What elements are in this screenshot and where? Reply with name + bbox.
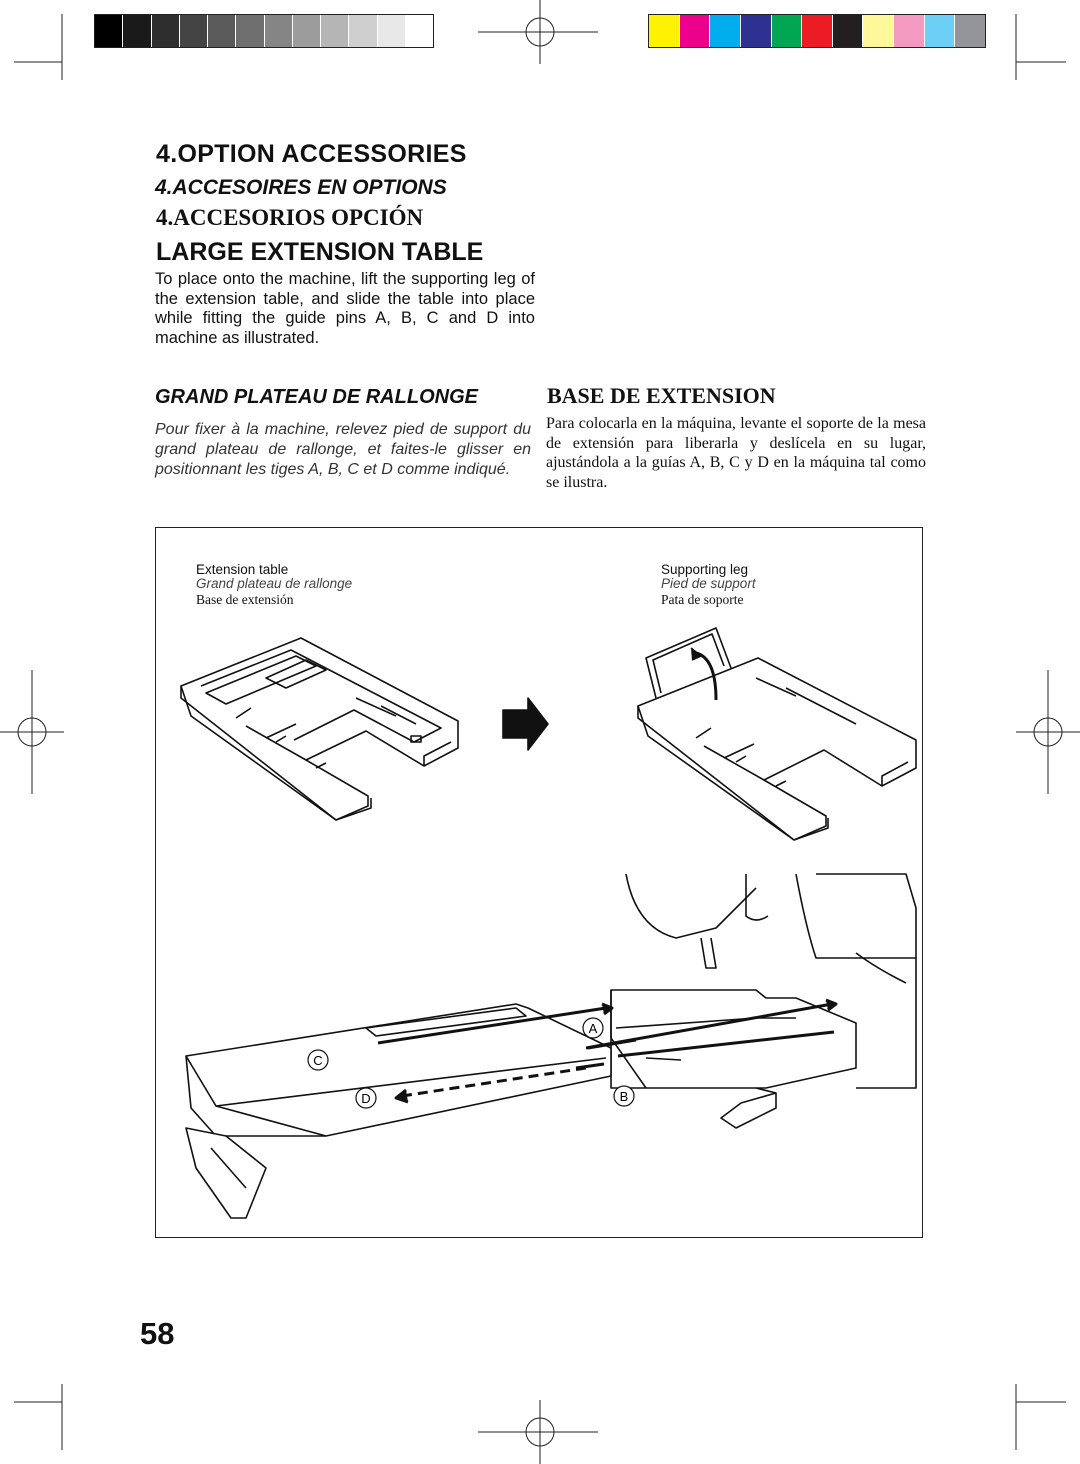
color-swatch-0 <box>649 15 679 47</box>
color-swatch-9 <box>923 15 955 47</box>
pin-label-a: A <box>589 1021 598 1036</box>
gray-swatch-2 <box>150 15 179 47</box>
color-swatch-3 <box>739 15 771 47</box>
section-title-fr: GRAND PLATEAU DE RALLONGE <box>155 386 478 408</box>
machine-and-table-drawing <box>185 873 917 1219</box>
label-extension-table-fr: Grand plateau de rallonge <box>196 576 353 591</box>
section-title-en: LARGE EXTENSION TABLE <box>156 238 484 266</box>
installation-figure: Extension table Grand plateau de rallong… <box>155 527 923 1238</box>
gray-swatch-6 <box>263 15 292 47</box>
color-swatch-10 <box>954 15 986 47</box>
pin-label-c: C <box>313 1053 322 1068</box>
label-supporting-leg-es: Pata de soporte <box>661 592 744 607</box>
label-supporting-leg-en: Supporting leg <box>661 562 749 577</box>
page-number: 58 <box>140 1316 175 1351</box>
label-extension-table-es: Base de extensión <box>196 592 294 607</box>
label-extension-table-en: Extension table <box>196 562 289 577</box>
gray-swatch-3 <box>178 15 207 47</box>
gray-swatch-11 <box>404 15 433 47</box>
section-body-en: To place onto the machine, lift the supp… <box>155 270 535 347</box>
gray-swatch-8 <box>320 15 349 47</box>
color-swatch-7 <box>862 15 894 47</box>
extension-table-leg-raised-drawing <box>637 627 917 841</box>
section-body-es: Para colocarla en la máquina, levante el… <box>546 415 926 491</box>
color-swatch-4 <box>770 15 802 47</box>
section-title-es: BASE DE EXTENSION <box>547 383 776 408</box>
color-swatch-8 <box>893 15 924 47</box>
label-supporting-leg-fr: Pied de support <box>661 576 756 591</box>
pin-label-b: B <box>620 1089 629 1104</box>
right-arrow-icon <box>502 697 549 751</box>
pin-labels: C D A B <box>307 1017 635 1109</box>
figure-drawing: C D A B <box>180 627 917 1219</box>
color-swatch-1 <box>678 15 710 47</box>
color-swatch-5 <box>801 15 832 47</box>
heading-fr: 4.ACCESOIRES EN OPTIONS <box>155 176 447 199</box>
guide-pin-arrows <box>377 998 838 1104</box>
pin-label-d: D <box>361 1091 370 1106</box>
gray-swatch-1 <box>122 15 151 47</box>
gray-swatch-7 <box>291 15 320 47</box>
gray-swatch-10 <box>376 15 405 47</box>
gray-swatch-9 <box>348 15 377 47</box>
heading-es: 4.ACCESORIOS OPCIÓN <box>156 205 424 230</box>
gray-swatch-0 <box>95 15 123 47</box>
gray-swatch-4 <box>207 15 236 47</box>
extension-table-folded-drawing <box>180 637 459 821</box>
color-swatch-2 <box>709 15 740 47</box>
heading-en: 4.OPTION ACCESSORIES <box>156 140 467 168</box>
color-calibration-bar <box>648 14 986 48</box>
section-body-fr: Pour fixer à la machine, relevez pied de… <box>155 421 531 478</box>
color-swatch-6 <box>831 15 863 47</box>
gray-swatch-5 <box>235 15 264 47</box>
grayscale-calibration-bar <box>94 14 434 48</box>
